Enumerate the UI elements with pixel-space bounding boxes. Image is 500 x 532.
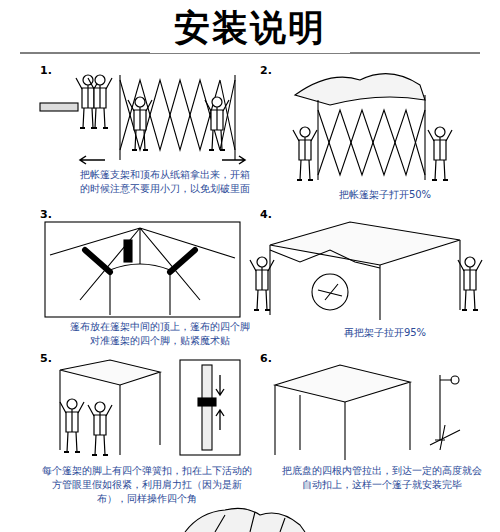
step-number: 6.	[260, 352, 272, 365]
step-number: 5.	[40, 352, 52, 365]
step-number: 4.	[260, 208, 272, 221]
step-caption: 篷布放在篷架中间的顶上，篷布的四个脚对准篷架的四个脚，贴紧魔术贴	[70, 320, 250, 348]
step-number: 3.	[40, 208, 52, 221]
step-caption: 再把架子拉开95%	[290, 326, 480, 340]
step-caption: 把帐篷支架和顶布从纸箱拿出来，开箱的时候注意不要用小刀，以免划破里面	[80, 168, 250, 196]
step-caption: 每个篷架的脚上有四个弹簧扣，扣在上下活动的方管眼里假如很紧，利用肩力扛（因为是新…	[42, 464, 252, 506]
step-number: 1.	[40, 64, 52, 77]
page-title: 安装说明	[150, 4, 350, 53]
step-caption: 把底盘的四根内管拉出，到达一定的高度就会自动扣上，这样一个篷子就安装完毕	[282, 464, 482, 492]
step-caption: 把帐篷架子打开50%	[290, 188, 480, 202]
step-number: 2.	[260, 64, 272, 77]
